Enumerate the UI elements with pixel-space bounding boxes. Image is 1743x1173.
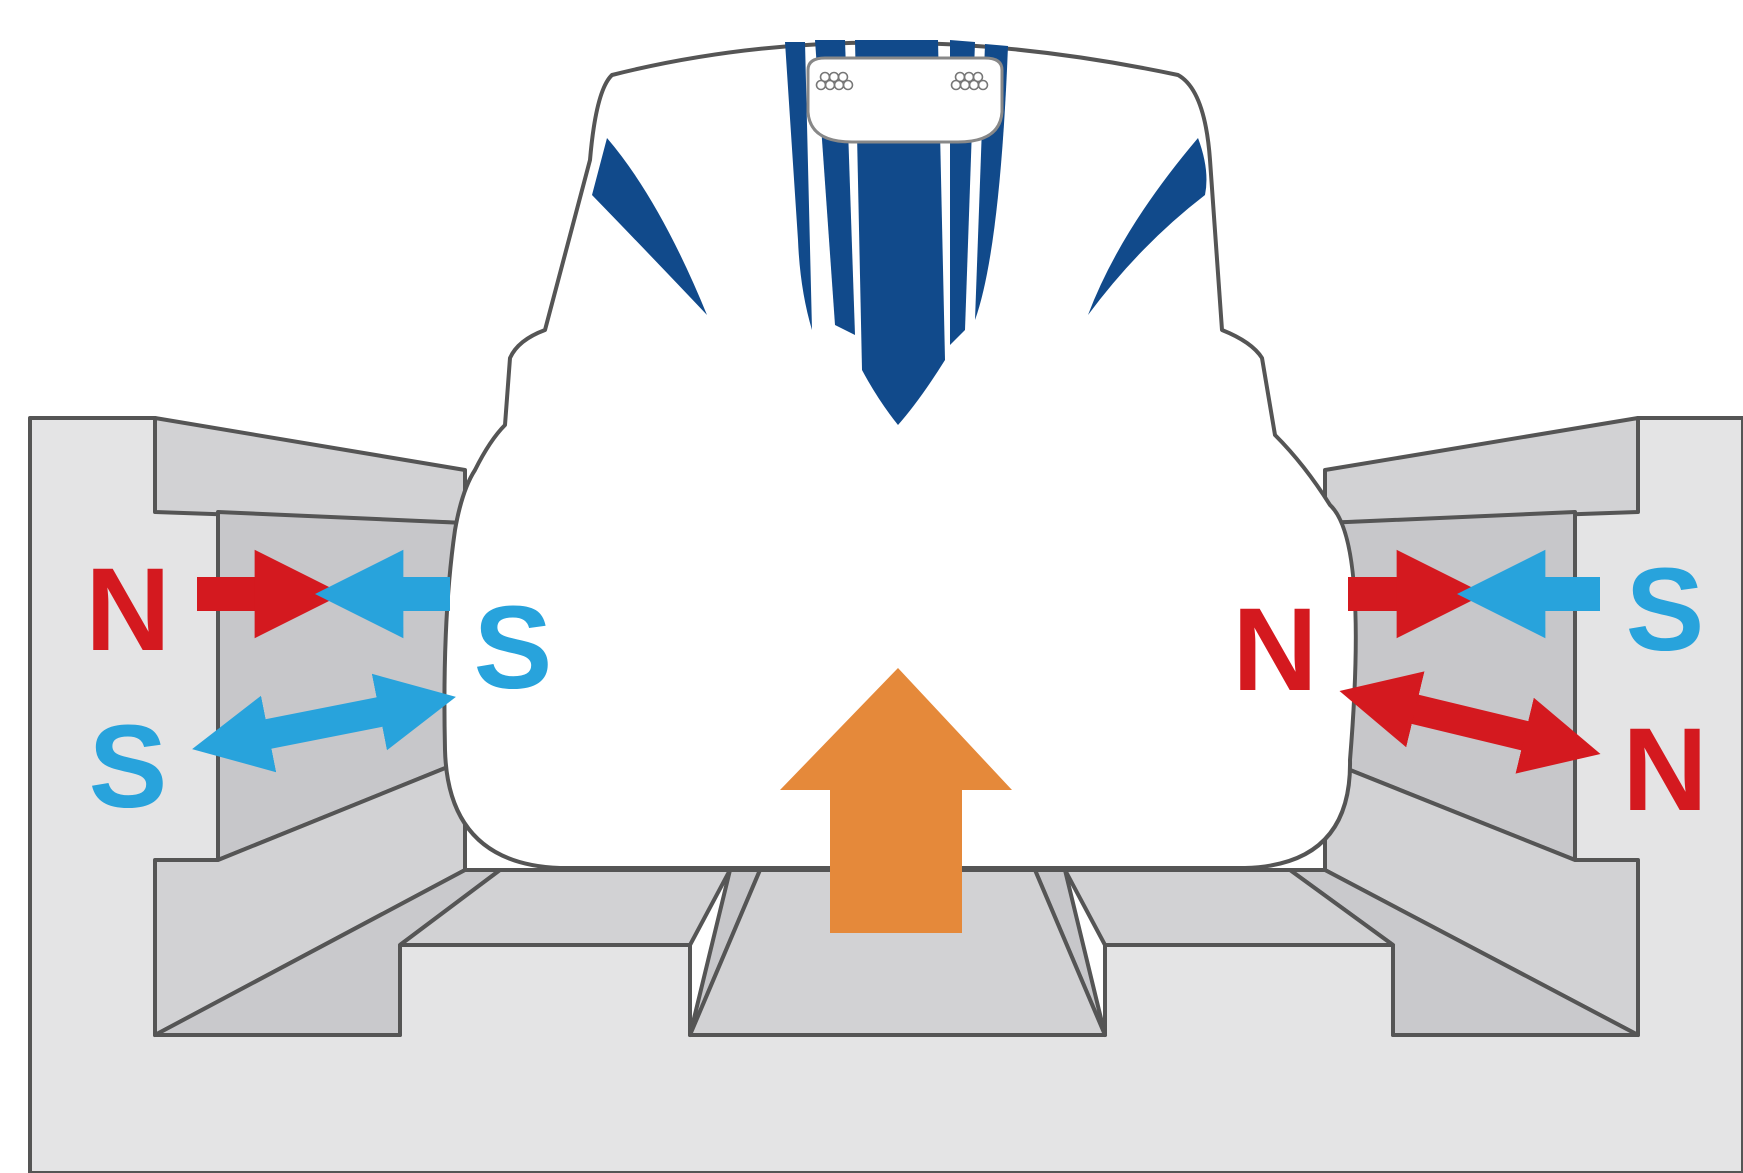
train-nose-stripe-1 [785, 42, 812, 330]
guideway-left-top-block [153, 416, 467, 525]
double-headed-arrow-repulsion-icon [1339, 671, 1601, 774]
pole-label-right-train: N [1232, 584, 1317, 716]
headlight-icon [815, 71, 989, 91]
pole-label-left-guideway-bottom: S [89, 701, 168, 833]
train-headlight-panel [806, 56, 1004, 144]
pole-labels: N S S N S N [85, 544, 1707, 836]
train-left-stripe [592, 138, 707, 315]
pole-label-right-guideway-bottom: N [1622, 704, 1707, 836]
maglev-train [442, 40, 1358, 870]
guideway-right-top-block [1323, 416, 1640, 525]
pole-label-left-guideway-top: N [85, 544, 170, 676]
pole-label-right-guideway-top: S [1626, 544, 1705, 676]
pole-label-left-train: S [474, 582, 553, 714]
double-headed-arrow-repulsion-icon [192, 673, 456, 773]
guideway-floor-right [1063, 868, 1395, 947]
up-arrow-lift-icon [780, 668, 1012, 933]
force-arrows [192, 549, 1601, 774]
train-right-stripe [1088, 138, 1207, 315]
